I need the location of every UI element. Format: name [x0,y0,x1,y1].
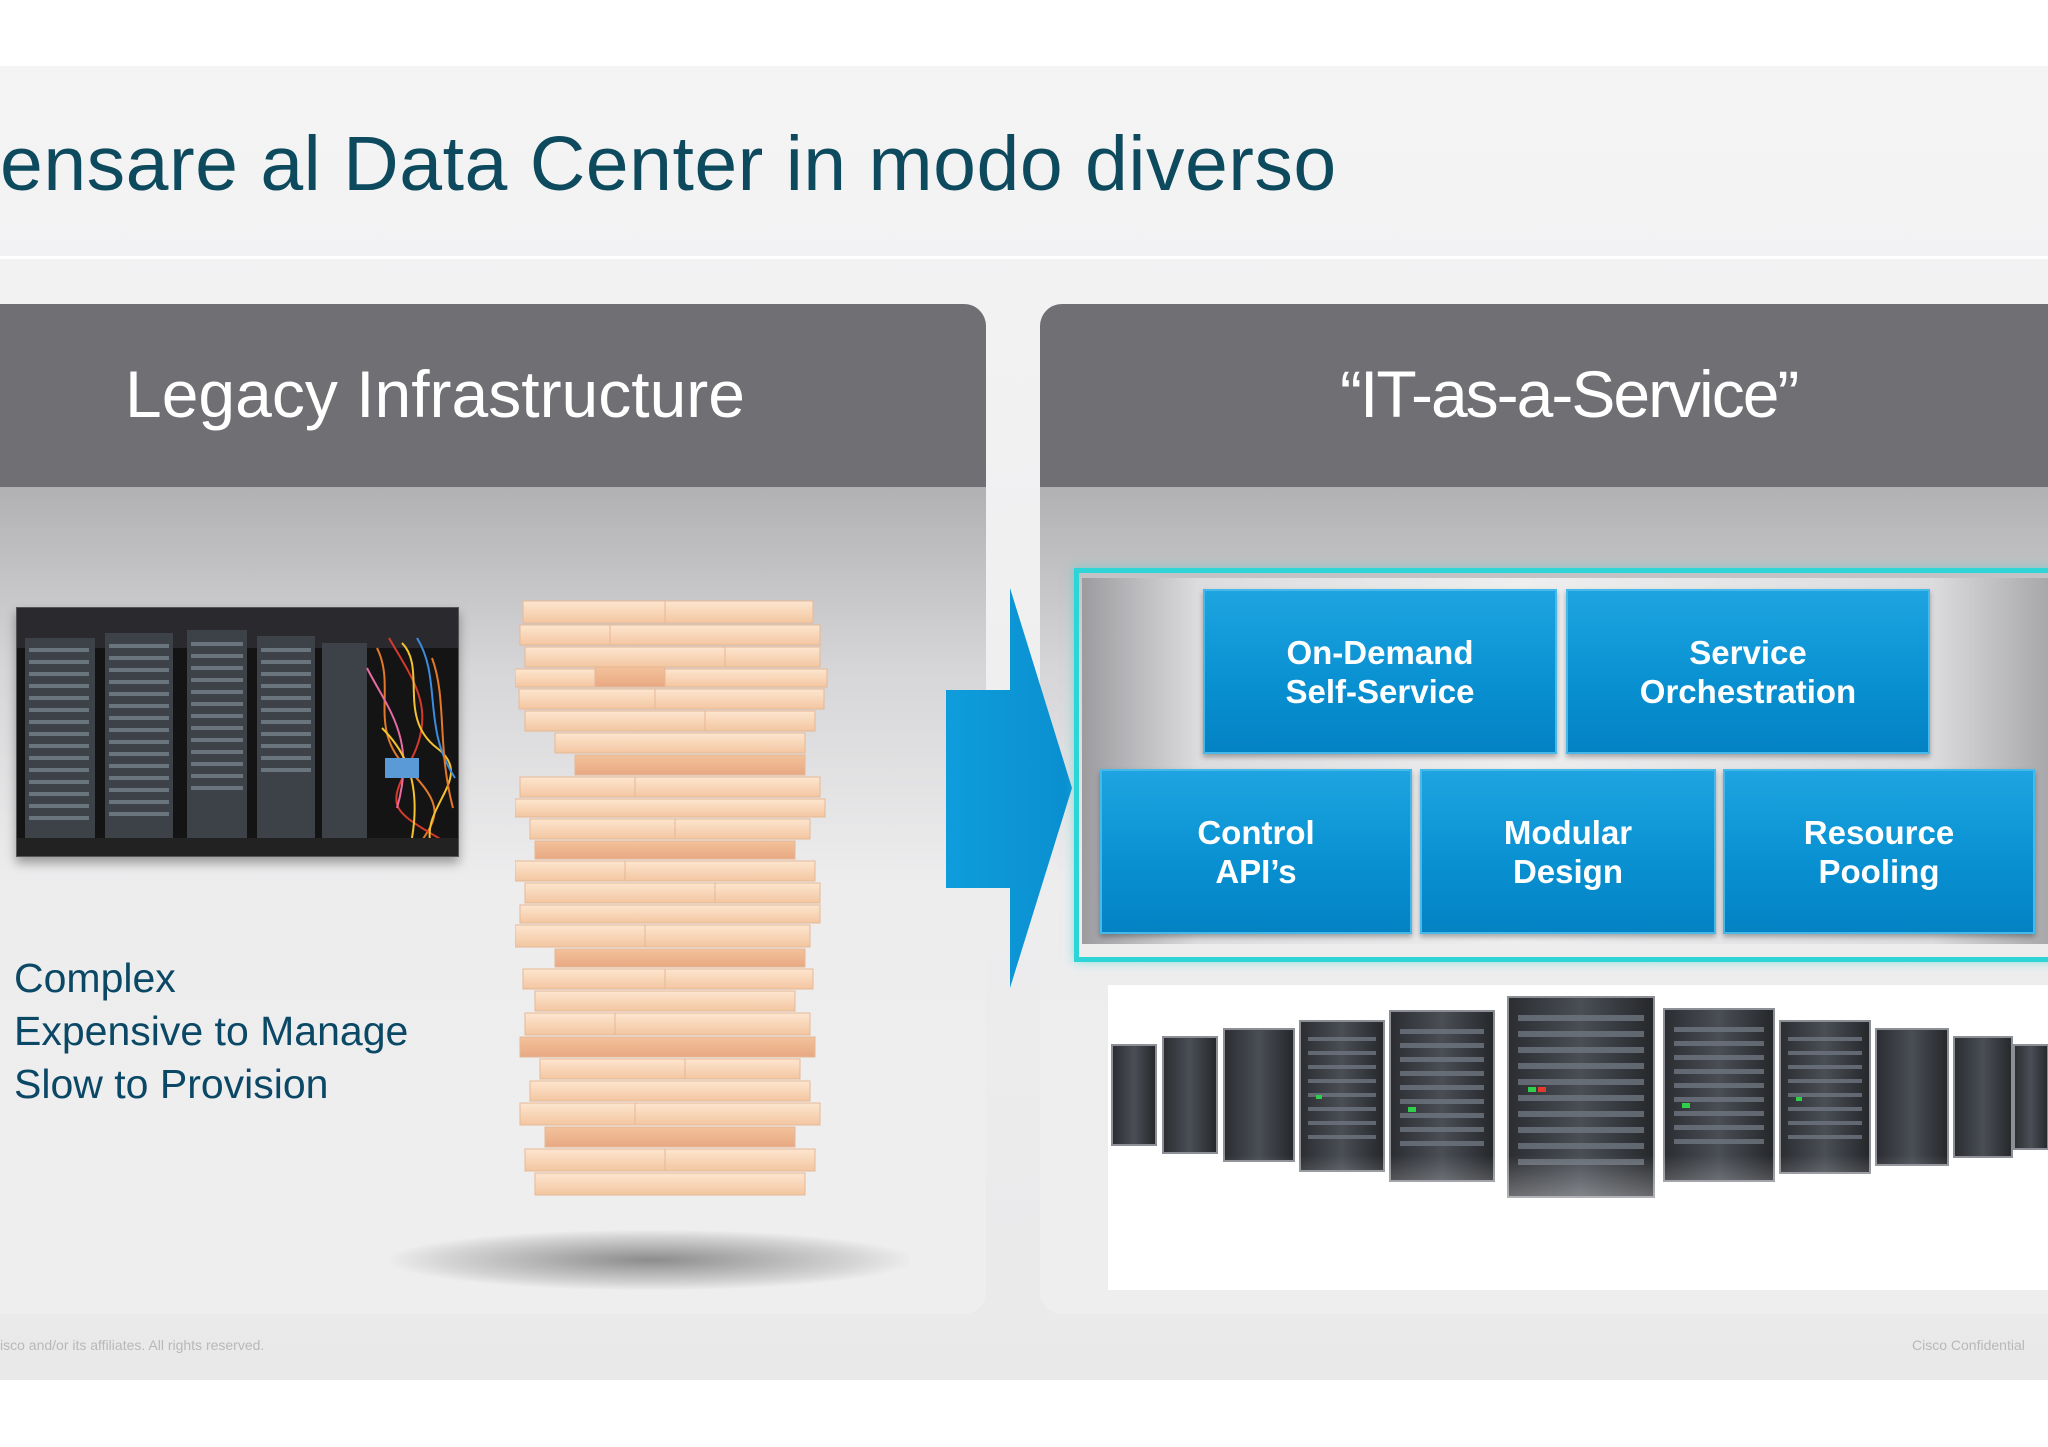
right-arrow-icon [946,588,1072,988]
bullet-item: Complex [14,955,176,1001]
jenga-tower-image [515,600,828,1196]
bullet-item: Slow to Provision [14,1061,329,1107]
slide-title: ensare al Data Center in modo diverso [0,121,1337,207]
jenga-shadow [390,1230,910,1290]
server-rack-row-image [1108,996,2048,1290]
legacy-panel-header: Legacy Infrastructure [0,304,986,487]
tile-service-orchestration: Service Orchestration [1566,589,1930,754]
confidential-footer: Cisco Confidential [1912,1337,2025,1353]
tile-resource-pooling: Resource Pooling [1723,769,2035,934]
copyright-footer: isco and/or its affiliates. All rights r… [0,1337,265,1353]
itaas-panel-title: “IT-as-a-Service” [1340,357,1799,431]
server-rack-photo [16,607,459,857]
tile-modular-design: Modular Design [1420,769,1716,934]
itaas-tiles-frame [1074,568,2048,962]
title-divider [0,256,2048,259]
itaas-panel-header: “IT-as-a-Service” [1040,304,2048,487]
bullet-item: Expensive to Manage [14,1008,409,1054]
legacy-bullets: Complex Expensive to Manage Slow to Prov… [14,952,408,1111]
tile-on-demand-self-service: On-Demand Self-Service [1203,589,1557,754]
legacy-panel-title: Legacy Infrastructure [125,357,745,431]
tile-control-apis: Control API’s [1100,769,1412,934]
